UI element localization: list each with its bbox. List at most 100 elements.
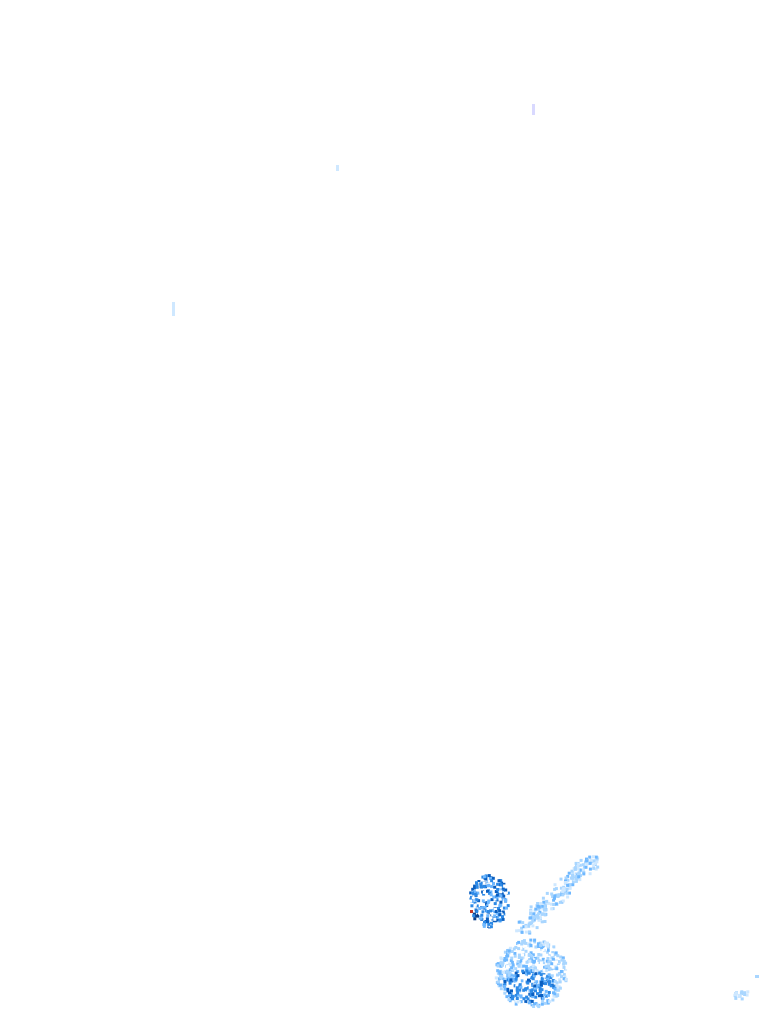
radar-pixel (588, 855, 592, 859)
radar-pixel (573, 866, 577, 870)
radar-pixel (543, 979, 547, 983)
radar-pixel (559, 955, 563, 959)
radar-pixel (471, 896, 475, 900)
radar-pixel (579, 868, 583, 872)
radar-pixel (578, 878, 582, 882)
radar-pixel (496, 962, 500, 966)
radar-pixel (560, 975, 563, 979)
radar-pixel (502, 970, 506, 974)
radar-pixel (510, 966, 514, 970)
radar-pixel (479, 894, 483, 897)
radar-pixel (519, 985, 523, 989)
radar-pixel (588, 861, 592, 865)
radar-pixel (578, 863, 582, 867)
radar-pixel (537, 907, 540, 911)
radar-pixel (524, 930, 528, 934)
radar-pixel (555, 960, 558, 964)
radar-pixel (571, 883, 575, 887)
radar-pixel (513, 952, 517, 955)
radar-pixel (746, 990, 750, 994)
radar-pixel (497, 907, 500, 910)
radar-pixel (510, 989, 513, 993)
radar-pixel (541, 999, 545, 1003)
radar-pixel (540, 994, 544, 997)
radar-pixel (524, 944, 528, 948)
radar-pixel (488, 891, 492, 895)
radar-pixel (504, 958, 508, 962)
radar-pixel (542, 900, 546, 904)
radar-pixel (541, 904, 545, 908)
radar-pixel (514, 945, 518, 949)
radar-pixel (475, 885, 479, 889)
radar-pixel (576, 864, 580, 868)
radar-pixel (547, 982, 551, 986)
radar-pixel (529, 965, 533, 969)
radar-pixel (552, 994, 556, 998)
radar-pixel (553, 894, 557, 898)
radar-pixel (549, 984, 553, 988)
radar-pixel (536, 916, 540, 920)
radar-pixel (486, 884, 490, 888)
radar-pixel (503, 991, 507, 995)
radar-pixel (469, 899, 472, 903)
rain-band-northeast (515, 855, 600, 935)
radar-pixel (474, 891, 478, 895)
radar-pixel (592, 866, 596, 870)
radar-pixel (588, 872, 592, 876)
radar-pixel (511, 994, 515, 998)
radar-pixel (554, 902, 558, 906)
radar-pixel (499, 987, 503, 991)
radar-pixel (503, 980, 507, 983)
radar-pixel (536, 1003, 540, 1007)
radar-pixel (483, 912, 487, 916)
radar-pixel (533, 938, 537, 942)
radar-pixel (501, 963, 504, 967)
radar-pixel (526, 997, 530, 1001)
radar-pixel (511, 965, 515, 969)
radar-pixel (500, 881, 504, 885)
radar-pixel (482, 875, 486, 879)
storm-cluster-south (494, 938, 569, 1009)
radar-pixel (474, 893, 478, 897)
radar-pixel (506, 904, 510, 908)
radar-pixel (473, 903, 477, 907)
radar-pixel (494, 976, 498, 980)
radar-pixel (477, 880, 481, 883)
radar-pixel (486, 914, 490, 918)
radar-pixel (496, 888, 500, 891)
radar-pixel (557, 972, 561, 975)
radar-pixel (531, 919, 535, 923)
radar-pixel (511, 1001, 515, 1004)
isolated-echo-center (336, 165, 339, 171)
radar-pixel (515, 986, 519, 990)
radar-pixel (497, 891, 501, 895)
radar-pixel (539, 983, 543, 987)
radar-pixel (478, 914, 482, 918)
radar-pixel (522, 988, 526, 992)
radar-pixel (510, 956, 514, 960)
radar-pixel (490, 885, 494, 888)
radar-pixel (525, 995, 529, 999)
radar-pixel (533, 940, 536, 944)
radar-pixel (528, 999, 532, 1003)
radar-pixel (478, 907, 482, 910)
radar-pixel (574, 879, 578, 883)
radar-pixel (496, 882, 500, 886)
radar-pixel (563, 881, 567, 885)
radar-pixel (559, 886, 563, 890)
radar-pixel (531, 968, 535, 972)
radar-pixel (542, 974, 546, 978)
radar-pixel (564, 981, 568, 985)
radar-pixel (565, 966, 569, 970)
radar-pixel (535, 926, 539, 930)
radar-pixel (493, 885, 497, 889)
radar-pixel (537, 953, 541, 956)
radar-pixel (524, 965, 528, 968)
radar-pixel (526, 959, 530, 963)
radar-pixel (482, 891, 486, 894)
radar-pixel (481, 899, 485, 903)
radar-pixel (529, 951, 533, 955)
radar-pixel (562, 983, 566, 987)
radar-pixel (745, 993, 749, 997)
